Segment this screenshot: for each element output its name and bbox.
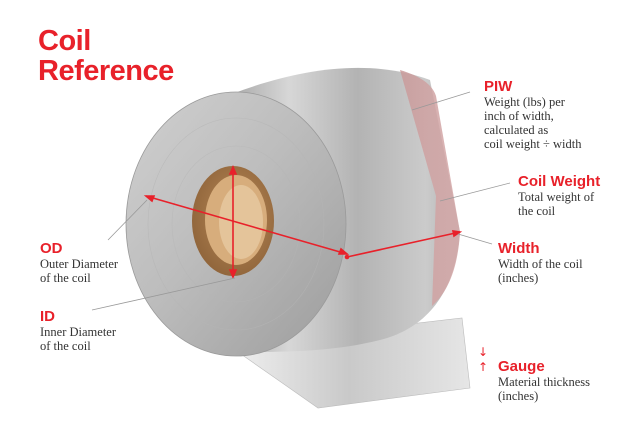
coil-edge [400,70,460,306]
gauge-arrow-down-icon: ↓ [478,345,489,359]
piw-leader [411,91,471,111]
gauge-label: Gauge [498,358,545,375]
width-leader [457,233,493,245]
piw-label: PIW [484,78,513,95]
gauge-annotation: Gauge Material thickness (inches) [498,358,590,403]
coil-weight-annotation: Coil Weight Total weight of the coil [518,173,600,218]
piw-description: Weight (lbs) per inch of width, calculat… [484,95,582,151]
width-description: Width of the coil (inches) [498,257,583,285]
title-line-2: Reference [38,55,174,87]
gauge-arrow-up-icon: ↑ [478,360,489,374]
gauge-description: Material thickness (inches) [498,375,590,403]
piw-annotation: PIW Weight (lbs) per inch of width, calc… [484,78,581,151]
diagram-title: Coil Reference [38,26,174,86]
width-line [346,231,461,258]
id-annotation: ID Inner Diameter of the coil [40,308,116,353]
od-leader [107,199,148,241]
title-line-1: Coil [38,25,91,57]
coil-weight-leader [439,182,511,202]
coil-weight-label: Coil Weight [518,173,601,190]
id-description: Inner Diameter of the coil [40,325,117,353]
od-annotation: OD Outer Diameter of the coil [40,240,118,285]
coil-weight-description: Total weight of the coil [518,190,595,218]
width-annotation: Width Width of the coil (inches) [498,240,583,285]
od-line [145,195,348,255]
od-description: Outer Diameter of the coil [40,257,119,285]
id-leader [91,277,236,311]
od-label: OD [40,240,63,257]
id-label: ID [40,308,55,325]
width-label: Width [498,240,540,257]
